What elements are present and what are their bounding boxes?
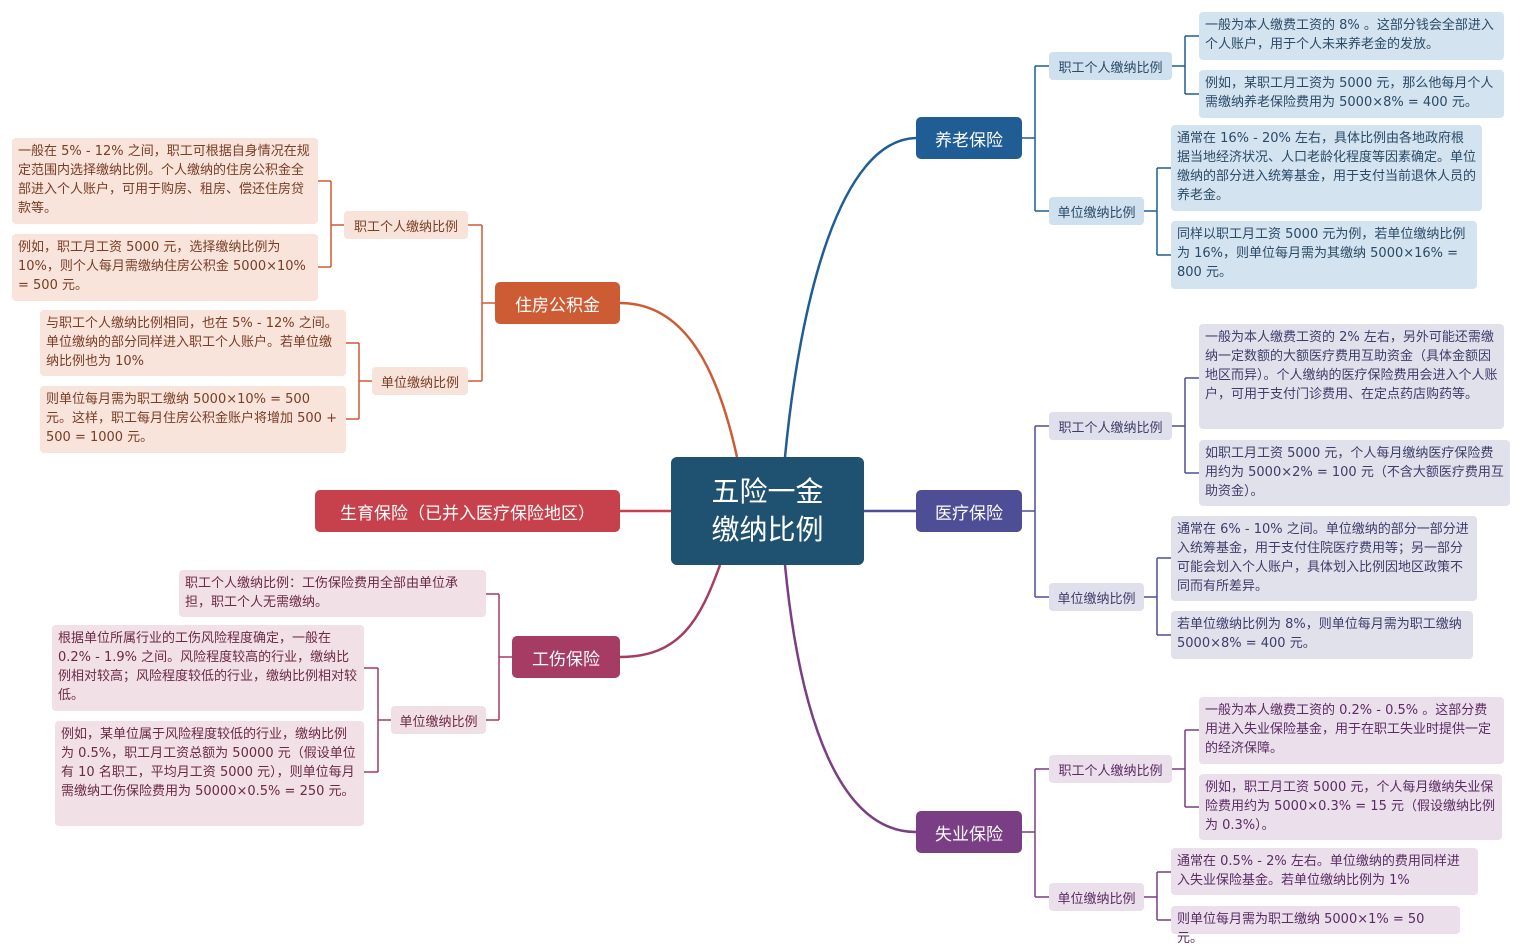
unemployment-employer-leaf-2: 则单位每月需为职工缴纳 5000×1% = 50 元。 [1171,906,1460,946]
pension-personal-leaf-2: 例如，某职工月工资为 5000 元，那么他每月个人需缴纳养老保险费用为 5000… [1199,70,1504,118]
injury-employer-leaf-2: 例如，某单位属于风险程度较低的行业，缴纳比例为 0.5%，职工月工资总额为 50… [55,721,364,826]
center-title-line1: 五险一金 [711,475,824,508]
medical-personal-leaf-2: 如职工月工资 5000 元，个人每月缴纳医疗保险费用约为 5000×2% = 1… [1199,440,1510,506]
injury-employer-label[interactable]: 单位缴纳比例 [391,706,486,734]
pension-employer-label[interactable]: 单位缴纳比例 [1049,197,1144,225]
housing-personal-label[interactable]: 职工个人缴纳比例 [344,211,468,239]
center-topic[interactable]: 五险一金 缴纳比例 [671,457,864,565]
branch-housing-fund[interactable]: 住房公积金 [495,282,620,324]
link-center-pension [783,136,917,458]
medical-employer-label[interactable]: 单位缴纳比例 [1049,583,1144,611]
medical-employer-leaf-2: 若单位缴纳比例为 8%，则单位每月需为职工缴纳 5000×8% = 400 元。 [1171,611,1473,659]
link-center-housing [619,301,739,458]
unemployment-employer-label[interactable]: 单位缴纳比例 [1049,883,1144,911]
branch-medical[interactable]: 医疗保险 [916,490,1022,532]
medical-personal-label[interactable]: 职工个人缴纳比例 [1049,412,1172,440]
pension-employer-leaf-1: 通常在 16% - 20% 左右，具体比例由各地政府根据当地经济状况、人口老龄化… [1171,125,1482,211]
link-center-injury [619,564,722,659]
medical-personal-leaf-1: 一般为本人缴费工资的 2% 左右，另外可能还需缴纳一定数额的大额医疗费用互助资金… [1199,324,1504,429]
pension-personal-label[interactable]: 职工个人缴纳比例 [1049,52,1172,80]
center-title-line2: 缴纳比例 [711,513,824,546]
pension-employer-leaf-2: 同样以职工月工资 5000 元为例，若单位缴纳比例为 16%，则单位每月需为其缴… [1171,221,1477,289]
unemployment-employer-leaf-1: 通常在 0.5% - 2% 左右。单位缴纳的费用同样进入失业保险基金。若单位缴纳… [1171,848,1478,895]
branch-maternity[interactable]: 生育保险（已并入医疗保险地区） [315,490,620,532]
branch-unemployment[interactable]: 失业保险 [916,811,1022,853]
unemployment-personal-leaf-2: 例如，职工月工资 5000 元，个人每月缴纳失业保险费用约为 5000×0.3%… [1199,774,1502,840]
housing-employer-label[interactable]: 单位缴纳比例 [372,367,468,395]
pension-personal-leaf-1: 一般为本人缴费工资的 8% 。这部分钱会全部进入个人账户，用于个人未来养老金的发… [1199,12,1504,60]
medical-employer-leaf-1: 通常在 6% - 10% 之间。单位缴纳的部分一部分进入统筹基金，用于支付住院医… [1171,516,1477,601]
branch-work-injury[interactable]: 工伤保险 [512,636,620,678]
injury-personal-leaf: 职工个人缴纳比例：工伤保险费用全部由单位承担，职工个人无需缴纳。 [179,570,486,617]
injury-employer-leaf-1: 根据单位所属行业的工伤风险程度确定，一般在 0.2% - 1.9% 之间。风险程… [52,625,364,711]
housing-employer-leaf-1: 与职工个人缴纳比例相同，也在 5% - 12% 之间。单位缴纳的部分同样进入职工… [40,310,346,376]
unemployment-personal-leaf-1: 一般为本人缴费工资的 0.2% - 0.5% 。这部分费用进入失业保险基金，用于… [1199,697,1504,764]
housing-personal-leaf-2: 例如，职工月工资 5000 元，选择缴纳比例为 10%，则个人每月需缴纳住房公积… [12,234,318,301]
housing-employer-leaf-2: 则单位每月需为职工缴纳 5000×10% = 500 元。这样，职工每月住房公积… [40,386,346,453]
housing-personal-leaf-1: 一般在 5% - 12% 之间，职工可根据自身情况在规定范围内选择缴纳比例。个人… [12,138,318,224]
unemployment-personal-label[interactable]: 职工个人缴纳比例 [1049,755,1172,783]
branch-pension[interactable]: 养老保险 [916,117,1022,159]
link-center-unemployment [783,564,917,834]
